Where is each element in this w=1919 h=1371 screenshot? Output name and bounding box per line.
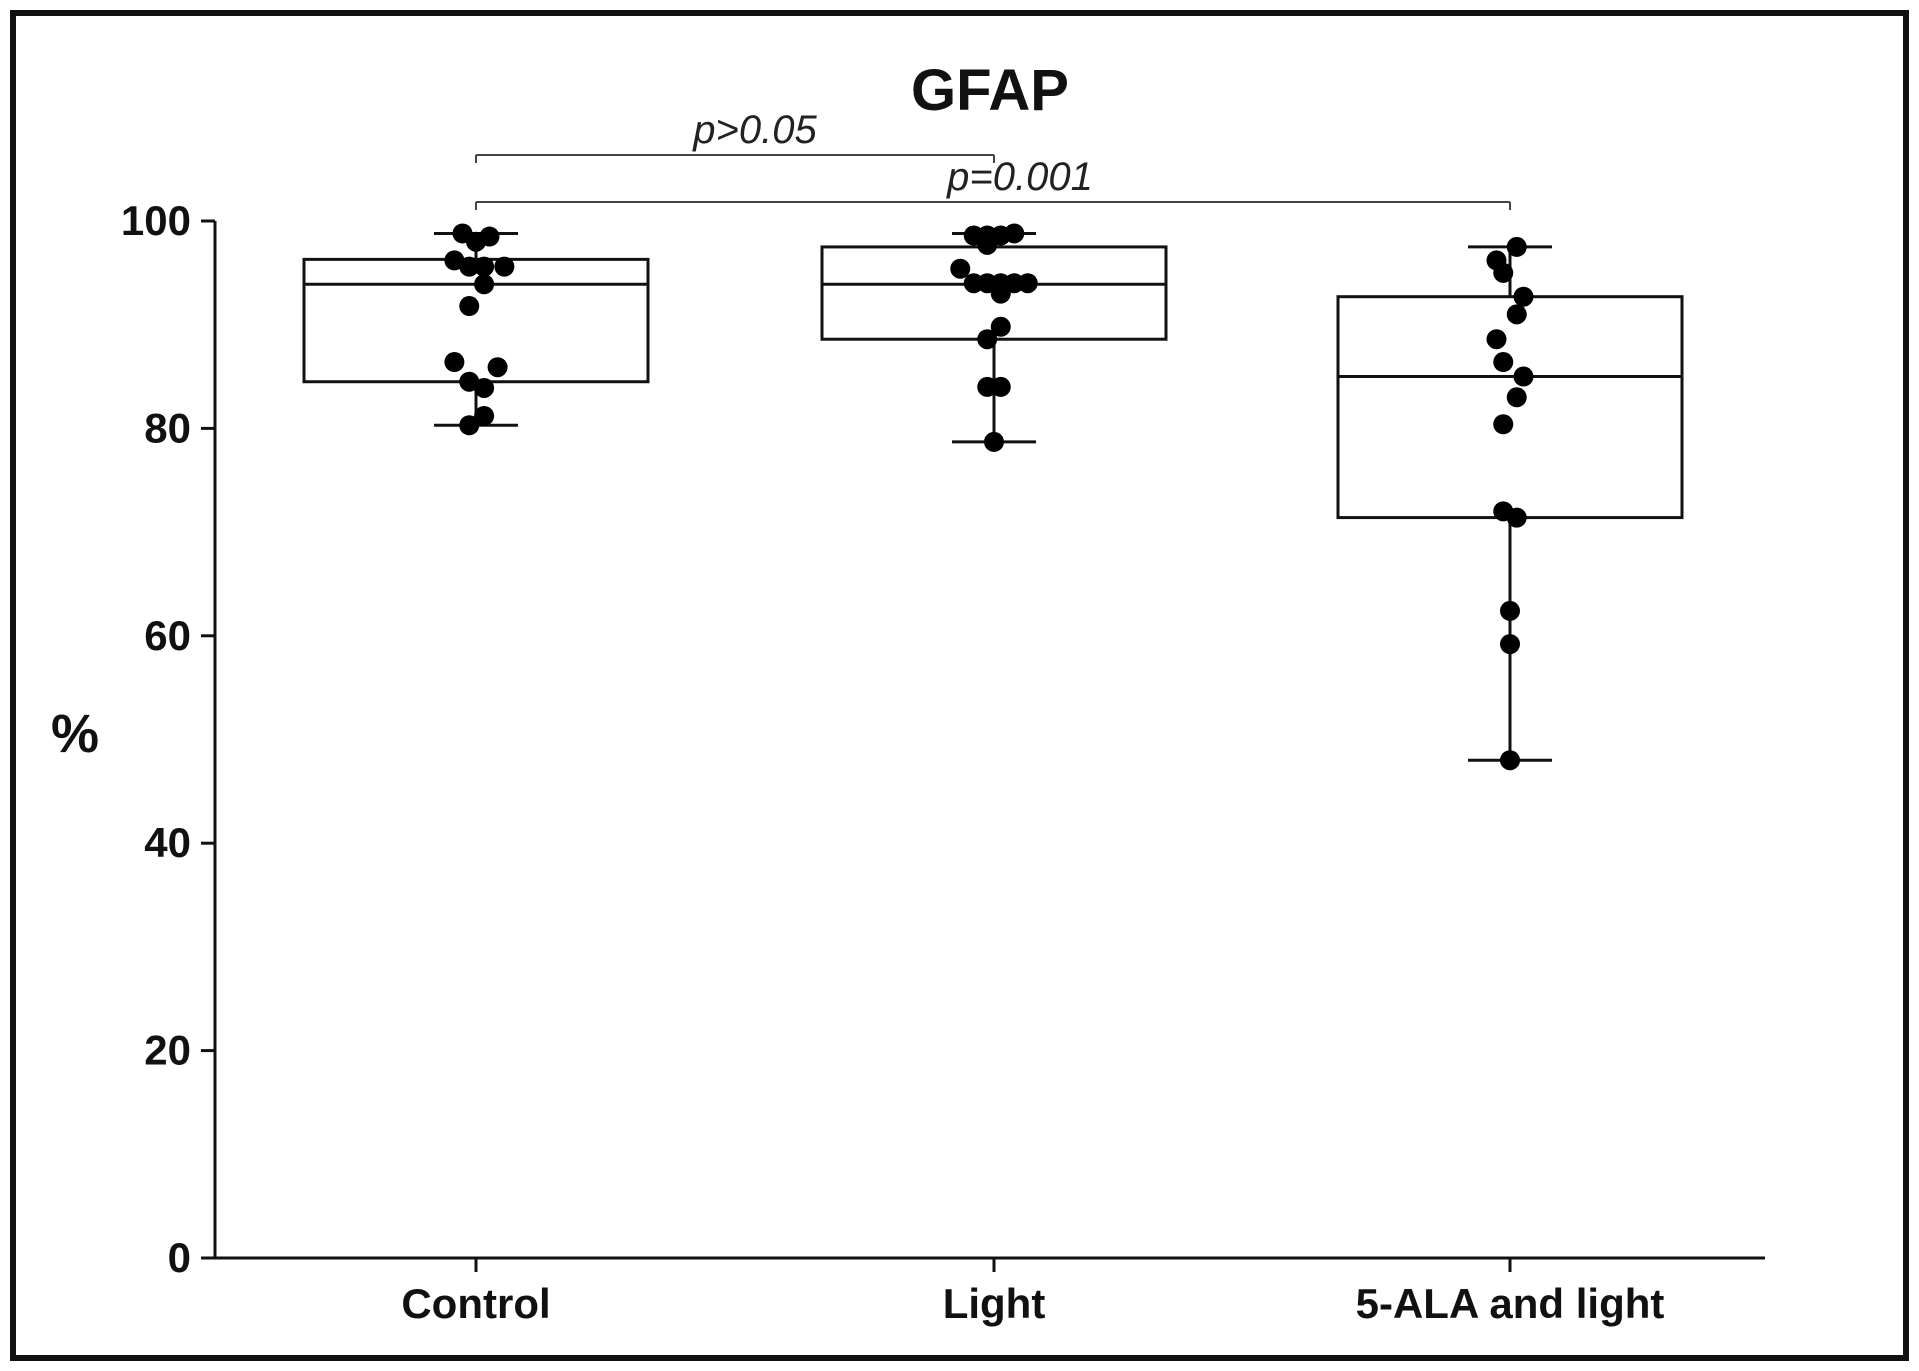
data-point (444, 352, 465, 373)
data-point (1513, 286, 1534, 307)
data-point (990, 283, 1011, 304)
data-point (1493, 352, 1514, 373)
y-tick-label: 100 (121, 197, 191, 244)
data-point (466, 231, 486, 252)
data-point (1506, 304, 1527, 325)
data-point (1506, 387, 1527, 408)
chart-title: GFAP (911, 58, 1069, 123)
data-point (1500, 634, 1520, 655)
data-point (1493, 414, 1514, 435)
comparison-brackets: p>0.05 p=0.001 (475, 108, 1511, 210)
data-point (990, 316, 1011, 337)
data-point (494, 256, 515, 277)
data-point (459, 415, 480, 436)
data-point (1493, 262, 1514, 283)
comparison-label: p=0.001 (946, 155, 1093, 199)
data-point (474, 377, 495, 398)
y-tick-label: 60 (144, 612, 191, 659)
data-point (950, 258, 971, 279)
data-point (1004, 223, 1025, 244)
x-tick-label: Control (401, 1280, 550, 1327)
data-point (990, 376, 1011, 397)
y-tick-label: 20 (144, 1027, 191, 1074)
data-point (977, 329, 998, 350)
data-point (474, 274, 495, 295)
data-point (1513, 366, 1534, 387)
x-tick-label: Light (943, 1280, 1046, 1327)
data-point (487, 357, 508, 378)
data-point (1506, 507, 1527, 528)
data-point (1500, 600, 1520, 621)
data-point (459, 296, 480, 317)
outer-border (10, 10, 1909, 1361)
data-points (444, 223, 1534, 771)
data-point (459, 256, 480, 277)
data-point (1500, 750, 1520, 771)
comparison-label: p>0.05 (692, 108, 817, 152)
data-point (1506, 236, 1527, 257)
y-tick-label: 40 (144, 819, 191, 866)
data-point (1486, 329, 1507, 350)
data-point (977, 234, 998, 255)
data-point (1017, 273, 1038, 294)
y-tick-label: 80 (144, 404, 191, 451)
data-point (984, 431, 1004, 452)
y-axis-label: % (51, 704, 99, 764)
x-tick-label: 5-ALA and light (1356, 1280, 1665, 1327)
y-tick-label: 0 (168, 1234, 191, 1281)
data-point (474, 405, 495, 426)
data-point (474, 256, 495, 277)
